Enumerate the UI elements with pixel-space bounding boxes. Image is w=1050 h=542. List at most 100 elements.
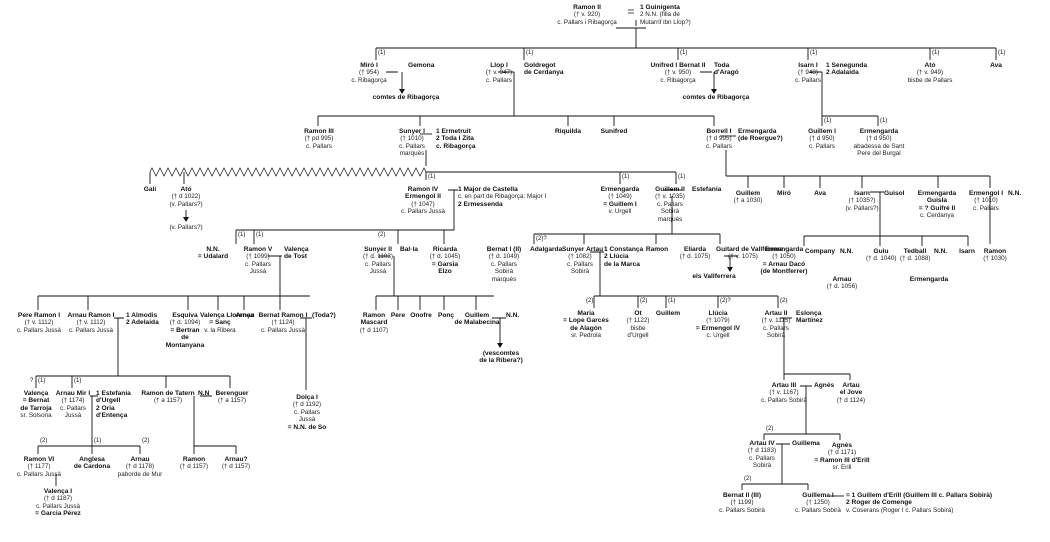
spouse-sunyer-ii: Bal·la <box>400 246 418 253</box>
spouse-ramon-tatern: N.N <box>198 390 210 397</box>
spouse-borrell-i: Ermengarda(de Roergue?) <box>738 128 783 143</box>
order-tag: (1) <box>622 174 630 180</box>
person-tedball: Tedball(† d. 1088) <box>900 248 931 263</box>
order-tag: (2) <box>766 426 774 432</box>
person-borrell-i: Borrell I(† d 995)c. Pallars <box>706 128 732 150</box>
lineage-vallferrera: els Vallferrera <box>692 273 736 280</box>
order-tag: (1) <box>38 378 46 384</box>
person-isarn-i: Isarn I(† 948)c. Pallars <box>795 62 821 84</box>
order-tag: (1) <box>668 298 676 304</box>
person-ava-top: Ava <box>990 62 1002 69</box>
spouse-bernat-ramon-i: (Toda?) <box>312 312 336 319</box>
person-ermengarda-d: Ermengarda(† 1050)= Arnau Dacó(de Montfe… <box>760 246 808 276</box>
person-isarn-b: Isarn(† 1035?)(v. Pallars?) <box>845 190 879 212</box>
order-tag: (1) <box>680 50 688 56</box>
order-tag: (1) <box>74 378 82 384</box>
spouse-tedball: N.N. <box>934 248 948 255</box>
order-tag: (1) <box>428 174 436 180</box>
person-valenca-i: Valença I(† d 1187)c. Pallars Jussà= Gar… <box>35 488 81 518</box>
person-unifred-i: Unifred I Bernat II(† v. 950)c. Ribagorç… <box>650 62 706 84</box>
person-pere-b: Pere <box>390 312 406 319</box>
order-tag: (2) <box>744 476 752 482</box>
order-tag: (1) <box>810 50 818 56</box>
person-miro-i: Miró I(† 954)c. Ribagorça <box>351 62 387 84</box>
spouse-isarn-b: Guisol <box>884 190 905 197</box>
person-llop-i: Llop I(† v. 947)c. Pallars <box>485 62 513 84</box>
person-isarn-c: Isarn <box>959 248 975 255</box>
spouse-miro-i: Gemona <box>408 62 435 69</box>
person-ramon-tatern: Ramon de Tatern(† a 1157) <box>141 390 195 405</box>
person-guillem-b: Guillem(† a 1030) <box>733 190 763 205</box>
order-tag: (1) <box>256 232 264 238</box>
order-tag: (2) <box>142 438 150 444</box>
person-arnau-ramon-i: Arnau Ramon I(† v. 1112)c. Pallars Jussà <box>67 312 115 334</box>
person-arnau-c: Arnau(† d. 1056) <box>826 276 858 291</box>
spouse-eliarda: Guitard de Vallferrera(† v. 1075) <box>716 246 784 261</box>
person-onofre: Onofre <box>410 312 432 319</box>
spouse-artau-iv: Guillema <box>792 440 820 447</box>
person-miro-b: Miró <box>777 190 791 197</box>
person-ponc: Ponç <box>437 312 455 319</box>
order-tag: (1) <box>678 174 686 180</box>
order-tag: (2) <box>780 298 788 304</box>
person-ramon-e: Ramon(† d 1157) <box>179 456 209 471</box>
person-guillem-c: Guillem <box>655 310 681 317</box>
order-tag: (2) <box>378 232 386 238</box>
lineage-comtes-ribagorca-2: comtes de Ribagorça <box>682 94 750 101</box>
order-tag: (1) <box>94 438 102 444</box>
person-gali: Galí <box>143 186 157 193</box>
order-tag: (1) <box>824 118 832 124</box>
person-riquilda: Riquilda <box>554 128 581 135</box>
person-ato-ii: Ató(† d 1022)(v. Pallars?) <box>169 186 203 208</box>
person-arnau-d: Arnau <box>235 312 255 319</box>
spouse-bernat-i-ii: Adalgarda <box>530 246 563 253</box>
person-guillem-i-pallars: Guillem I(† d 950)c. Pallars <box>808 128 836 150</box>
person-ramon-vi: Ramon VI(† 1177)c. Pallars Jussà <box>16 456 62 478</box>
order-tag: (2)? <box>536 236 547 242</box>
person-eliarda: Eliarda(† d. 1075) <box>679 246 711 261</box>
person-company: Company <box>804 248 836 255</box>
person-bernat-ramon-i: Bernat Ramon I(† 1124)c. Pallars Jussà <box>258 312 308 334</box>
person-ramon-iii: Ramon III(† pd 995)c. Pallars <box>304 128 334 150</box>
person-sunifred: Sunifred <box>600 128 628 135</box>
order-tag: (1) <box>998 50 1006 56</box>
person-ramon-d: Ramon(† 1030) <box>983 248 1007 263</box>
person-nn-udalard: N.N.= Udalard <box>197 246 229 261</box>
order-tag: (1) <box>378 50 386 56</box>
lineage-comtes-ribagorca-1: comtes de Ribagorça <box>372 94 440 101</box>
person-arnau-e: Arnau(† d 1178)paborde de Mur <box>117 456 163 478</box>
spouse-guillem-malabecina: N.N. <box>506 312 520 319</box>
person-bernat-ii-iii: Bernat II (III)(† 1199)c. Pallars Sobirà <box>719 492 765 514</box>
spouse-artau-iii: Agnès <box>814 382 835 389</box>
person-guiu: Guiu(† d. 1040) <box>866 248 897 263</box>
person-ramon-c: Ramon <box>645 246 669 253</box>
order-tag: (2) <box>40 438 48 444</box>
person-ermengarda-e: Ermengarda <box>909 276 949 283</box>
